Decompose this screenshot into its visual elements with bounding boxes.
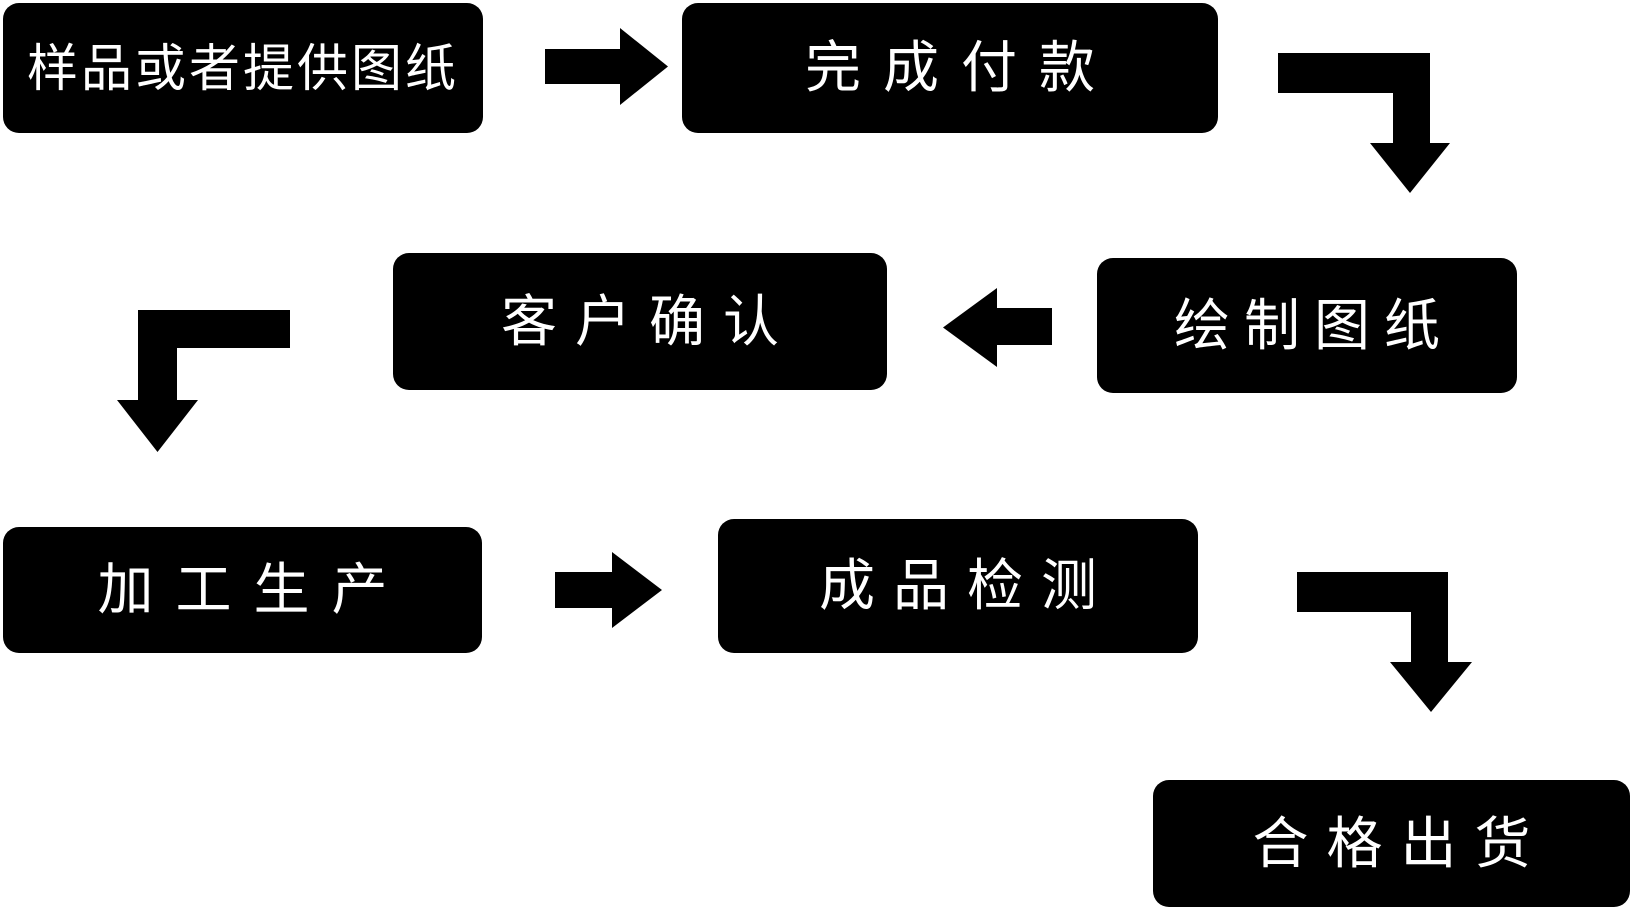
node-label: 成品检测 bbox=[819, 554, 1115, 617]
node-label: 完成付款 bbox=[805, 36, 1117, 99]
node-customer-confirmation: 客户确认 bbox=[393, 253, 887, 390]
right-arrow-icon bbox=[545, 28, 668, 105]
node-finished-product-inspection: 成品检测 bbox=[718, 519, 1198, 653]
right-arrow-icon bbox=[555, 552, 662, 628]
node-complete-payment: 完成付款 bbox=[682, 3, 1218, 133]
node-draw-drawings: 绘制图纸 bbox=[1097, 258, 1517, 393]
node-label: 样品或者提供图纸 bbox=[26, 39, 459, 97]
node-label: 客户确认 bbox=[501, 289, 797, 353]
node-label: 加工生产 bbox=[97, 558, 410, 621]
elbow-down-arrow-icon bbox=[1297, 572, 1472, 712]
left-arrow-icon bbox=[943, 288, 1052, 367]
node-label: 合格出货 bbox=[1252, 811, 1549, 875]
elbow-down-arrow-icon bbox=[1278, 53, 1450, 193]
elbow-down-arrow-icon bbox=[117, 310, 290, 452]
node-qualified-shipment: 合格出货 bbox=[1153, 780, 1630, 907]
node-label: 绘制图纸 bbox=[1174, 293, 1454, 357]
node-processing-production: 加工生产 bbox=[3, 527, 482, 653]
node-sample-or-provide-drawings: 样品或者提供图纸 bbox=[3, 3, 483, 133]
